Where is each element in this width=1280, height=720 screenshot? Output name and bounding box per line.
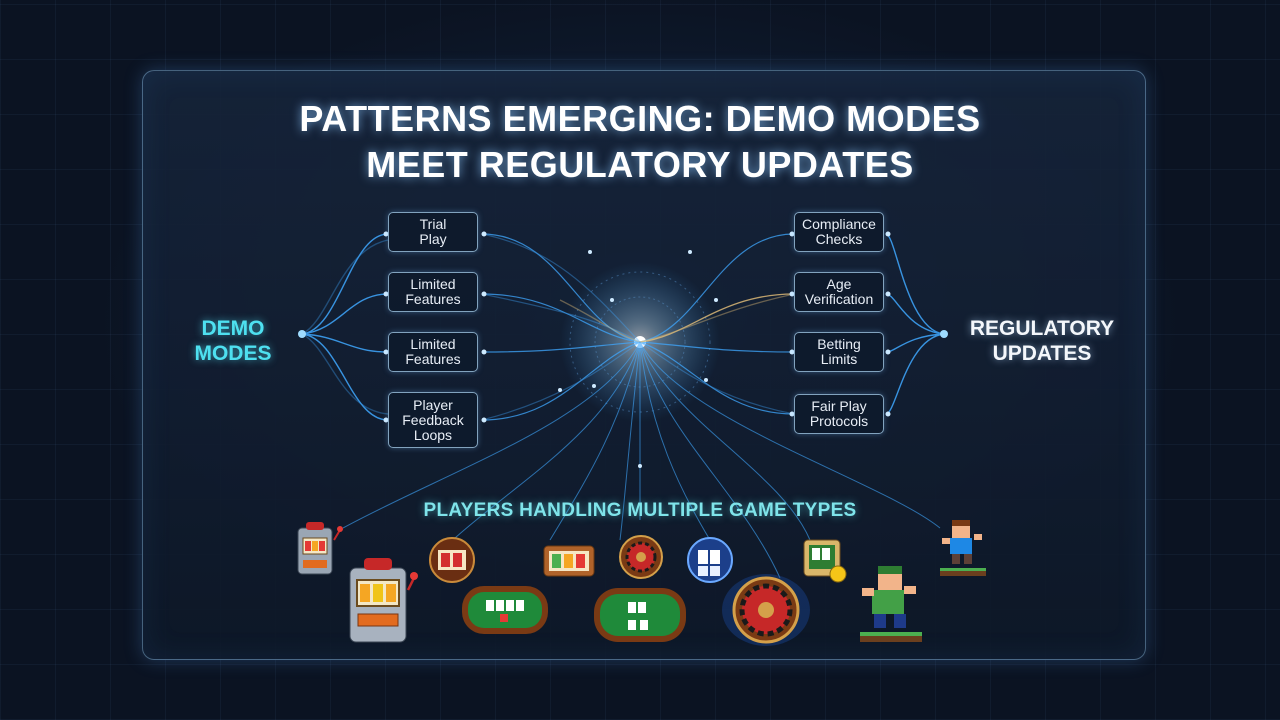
slot-machine-icon xyxy=(297,522,343,575)
left-fan xyxy=(301,233,389,421)
left-to-hub-flows xyxy=(481,233,641,421)
page-title: PATTERNS EMERGING: DEMO MODES MEET REGUL… xyxy=(160,96,1120,188)
slot-reels-icon xyxy=(543,545,595,577)
game-types-title: PLAYERS HANDLING MULTIPLE GAME TYPES xyxy=(423,500,857,521)
card-game-icon xyxy=(687,537,733,583)
gold-flows xyxy=(559,293,795,343)
card-game-icon xyxy=(803,539,847,583)
demo-modes-label: DEMO MODES xyxy=(194,317,272,365)
slot-machine-icon xyxy=(349,558,418,643)
hub-to-bottom-flows xyxy=(342,341,941,579)
flow-dots xyxy=(383,231,891,468)
roulette-wheel-icon xyxy=(722,574,810,646)
pixel-character-icon xyxy=(940,520,986,576)
slot-reels-icon xyxy=(429,537,475,583)
pixel-character-icon xyxy=(860,566,922,642)
right-to-hub-flows xyxy=(639,233,795,415)
regulatory-updates-label: REGULATORY UPDATES xyxy=(969,317,1115,365)
poker-table-icon xyxy=(594,588,686,642)
roulette-icon xyxy=(619,535,663,579)
title-line-2: MEET REGULATORY UPDATES xyxy=(366,144,914,185)
poker-table-icon xyxy=(462,586,548,634)
title-line-1: PATTERNS EMERGING: DEMO MODES xyxy=(299,98,981,139)
